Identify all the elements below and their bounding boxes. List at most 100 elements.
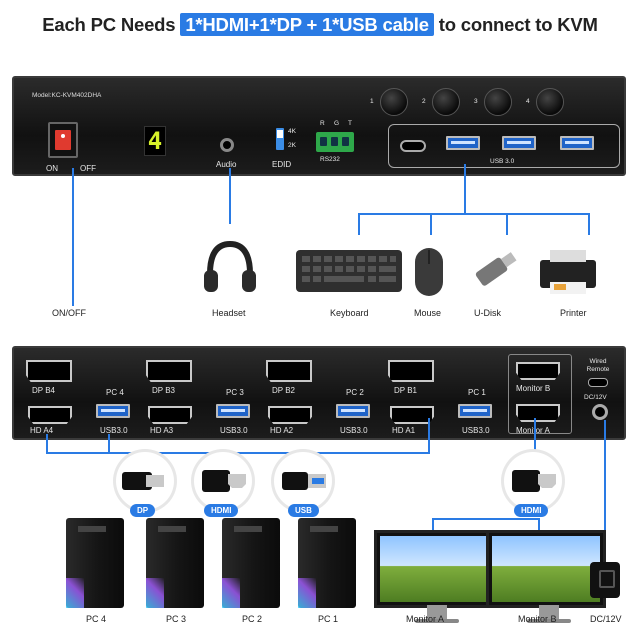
dp-port-b1[interactable] xyxy=(388,360,434,382)
dp-cable-tag: DP xyxy=(130,504,156,517)
usb-port-pc2[interactable] xyxy=(336,404,370,418)
pc4-tower xyxy=(66,518,124,608)
keyboard-caption: Keyboard xyxy=(330,308,369,318)
hdmi-monitor-cable-tag: HDMI xyxy=(514,504,549,517)
printer-icon xyxy=(540,250,596,294)
usb-pc3-label: USB3.0 xyxy=(220,426,248,435)
headline-suffix: to connect to KVM xyxy=(438,14,598,35)
button-4-label: 4 xyxy=(526,98,530,105)
dp-port-b2[interactable] xyxy=(266,360,312,382)
headline-prefix: Each PC Needs xyxy=(42,14,176,35)
hdmi-cable-icon xyxy=(202,470,246,492)
audio-jack[interactable] xyxy=(220,138,234,152)
hd-a4-label: HD A4 xyxy=(30,426,54,435)
dp-b2-label: DP B2 xyxy=(272,386,295,395)
pc1-label: PC 1 xyxy=(468,388,486,397)
usb-port-pc3[interactable] xyxy=(216,404,250,418)
port-button-2[interactable] xyxy=(432,88,460,116)
hdmi-port-monitor-b[interactable] xyxy=(516,362,560,380)
usb-cable-tag: USB xyxy=(288,504,319,517)
power-on-label: ON xyxy=(46,164,58,173)
usb-port-mouse[interactable] xyxy=(446,136,480,150)
usb-port-group xyxy=(388,124,620,168)
rs232-pin-r: R xyxy=(320,120,325,127)
power-off-label: OFF xyxy=(80,164,96,173)
dp-b1-label: DP B1 xyxy=(394,386,417,395)
mouse-caption: Mouse xyxy=(414,308,442,318)
monitor-b-port-label: Monitor B xyxy=(516,384,551,393)
port-button-4[interactable] xyxy=(536,88,564,116)
rs232-port[interactable] xyxy=(316,132,354,152)
keyboard-icon xyxy=(296,250,402,292)
hd-a1-label: HD A1 xyxy=(392,426,416,435)
edid-label: EDID xyxy=(272,160,292,169)
power-adapter xyxy=(590,562,620,598)
hdmi-monitor-cable-bubble xyxy=(504,452,562,510)
headset-caption: Headset xyxy=(212,308,246,318)
rs232-pin-g: G xyxy=(334,120,340,127)
pc4-label: PC 4 xyxy=(106,388,124,397)
usb-port-3[interactable] xyxy=(560,136,594,150)
kvm-rear-panel: DP B4 PC 4 HD A4 USB3.0 DP B3 PC 3 HD A3… xyxy=(12,346,626,440)
rs232-pin-t: T xyxy=(348,120,352,127)
hdmi-port-a2[interactable] xyxy=(268,406,312,424)
usb-port-pc4[interactable] xyxy=(96,404,130,418)
wired-remote-port[interactable] xyxy=(588,378,608,387)
power-switch[interactable] xyxy=(48,122,78,158)
hdmi-cable-tag: HDMI xyxy=(204,504,239,517)
monitor-a-port-label: Monitor A xyxy=(516,426,550,435)
port-display: 4 xyxy=(144,126,166,156)
monitor-output-group xyxy=(508,354,572,434)
usb-port-pc1[interactable] xyxy=(458,404,492,418)
pc4-caption: PC 4 xyxy=(86,614,107,624)
usb-pc2-label: USB3.0 xyxy=(340,426,368,435)
hdmi-port-monitor-a[interactable] xyxy=(516,404,560,422)
pc3-label: PC 3 xyxy=(226,388,244,397)
button-1-label: 1 xyxy=(370,98,374,105)
button-3-label: 3 xyxy=(474,98,478,105)
kvm-front-panel: Model:KC-KVM402DHA ON OFF 4 Audio 4K 2K … xyxy=(12,76,626,176)
pc3-tower xyxy=(146,518,204,608)
hdmi-port-a1[interactable] xyxy=(390,406,434,424)
button-2-label: 2 xyxy=(422,98,426,105)
pc1-tower xyxy=(298,518,356,608)
pc2-caption: PC 2 xyxy=(242,614,263,624)
dc-caption: DC/12V xyxy=(590,614,622,624)
model-label: Model:KC-KVM402DHA xyxy=(32,92,102,99)
dp-port-b4[interactable] xyxy=(26,360,72,382)
usb3-label: USB 3.0 xyxy=(490,158,515,165)
wired-remote-label: Wired Remote xyxy=(586,358,610,373)
dp-port-b3[interactable] xyxy=(146,360,192,382)
hdmi-cable-bubble xyxy=(194,452,252,510)
edid-switch[interactable] xyxy=(276,128,284,150)
headline-highlight: 1*HDMI+1*DP + 1*USB cable xyxy=(180,13,434,36)
pc2-tower xyxy=(222,518,280,608)
onoff-caption: ON/OFF xyxy=(52,308,86,318)
usb-pc1-label: USB3.0 xyxy=(462,426,490,435)
port-button-3[interactable] xyxy=(484,88,512,116)
hd-a3-label: HD A3 xyxy=(150,426,174,435)
usb-port-keyboard[interactable] xyxy=(502,136,536,150)
rs232-label: RS232 xyxy=(320,156,340,163)
pc2-label: PC 2 xyxy=(346,388,364,397)
hdmi-port-a3[interactable] xyxy=(148,406,192,424)
printer-caption: Printer xyxy=(560,308,587,318)
pc1-caption: PC 1 xyxy=(318,614,339,624)
audio-label: Audio xyxy=(216,160,237,169)
monitor-b xyxy=(486,530,606,623)
monitor-a-caption: Monitor A xyxy=(406,614,445,624)
dc-jack[interactable] xyxy=(592,404,608,420)
hdmi-port-a4[interactable] xyxy=(28,406,72,424)
dc-port-label: DC/12V xyxy=(584,394,607,401)
edid-4k-label: 4K xyxy=(288,128,296,135)
hd-a2-label: HD A2 xyxy=(270,426,294,435)
usb-cable-bubble xyxy=(274,452,332,510)
port-button-1[interactable] xyxy=(380,88,408,116)
dp-b3-label: DP B3 xyxy=(152,386,175,395)
headline: Each PC Needs 1*HDMI+1*DP + 1*USB cable … xyxy=(0,13,640,36)
dp-cable-icon xyxy=(122,472,164,490)
usb-c-port[interactable] xyxy=(400,140,426,152)
dp-b4-label: DP B4 xyxy=(32,386,55,395)
dp-cable-bubble xyxy=(116,452,174,510)
hdmi-monitor-cable-icon xyxy=(512,470,556,492)
